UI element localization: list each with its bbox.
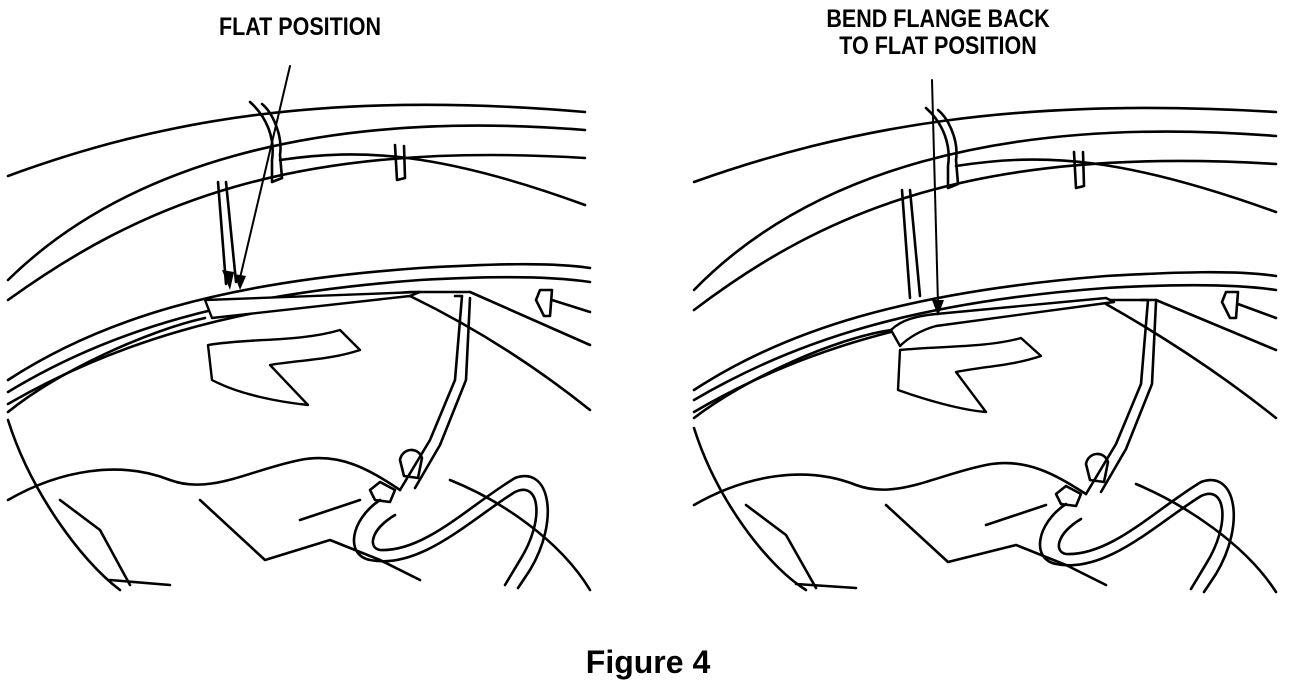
inner-contour — [550, 298, 592, 314]
inner-contour — [408, 294, 592, 412]
inner-contour — [1236, 302, 1278, 320]
flange-rod — [900, 188, 922, 300]
flange-rod — [216, 180, 238, 286]
fender-contour-line — [692, 159, 1278, 312]
callout-bend-flange: BEND FLANGE BACK TO FLAT POSITION — [775, 6, 1102, 60]
washer-hose — [1084, 298, 1158, 496]
leader-line — [239, 65, 291, 279]
shelf-bracket — [896, 336, 1043, 414]
inner-contour — [692, 328, 893, 420]
shelf-bracket — [206, 328, 362, 407]
lower-structure — [884, 503, 1108, 587]
liner-edge — [6, 418, 122, 592]
retaining-clip — [248, 100, 284, 184]
hose-loop — [1038, 492, 1224, 591]
lower-structure — [108, 578, 172, 587]
fender-outer-edge — [6, 103, 587, 178]
right-illustration-panel: BEND FLANGE BACK TO FLAT POSITION — [686, 0, 1296, 600]
lower-structure — [794, 582, 858, 590]
figure-caption: Figure 4 — [585, 644, 711, 680]
wheel-opening-lip — [6, 275, 592, 394]
flange-bent — [889, 296, 1116, 348]
arrowhead — [222, 270, 234, 290]
callout-flat-position: FLAT POSITION — [218, 13, 382, 41]
callout-line: TO FLAT POSITION — [839, 32, 1037, 60]
arrowhead — [932, 300, 944, 316]
lower-structure — [984, 503, 1048, 527]
inner-contour — [468, 290, 592, 347]
wheel-opening-lip — [692, 283, 1278, 402]
hose-clamp — [368, 480, 397, 504]
lower-structure — [448, 478, 592, 592]
lower-structure — [1134, 482, 1278, 594]
lower-structure — [744, 503, 818, 590]
inner-contour — [6, 316, 207, 414]
fender-contour-line — [692, 130, 1278, 292]
inner-contour — [1104, 302, 1278, 420]
flat-position-line-drawing — [6, 65, 592, 592]
trim-lower-edge — [278, 153, 587, 207]
fender-contour-line — [6, 124, 587, 282]
inner-contour — [1154, 298, 1278, 352]
lower-structure — [692, 461, 1088, 507]
hose-clamp — [1084, 452, 1110, 484]
retaining-clip — [534, 288, 554, 318]
hose-loop — [371, 474, 550, 590]
callout-line: BEND FLANGE BACK — [826, 5, 1050, 33]
lower-structure — [58, 498, 132, 587]
washer-hose — [398, 294, 472, 492]
left-illustration-panel: FLAT POSITION — [0, 0, 610, 600]
fender-outer-edge — [692, 106, 1278, 184]
lower-structure — [6, 456, 402, 502]
bend-flange-line-drawing — [692, 79, 1278, 594]
retaining-clip — [924, 106, 960, 190]
retaining-clip — [1072, 150, 1086, 190]
lower-structure — [198, 498, 422, 582]
retaining-clip — [393, 143, 407, 182]
liner-edge — [692, 426, 808, 592]
wheel-opening-lip — [692, 270, 1278, 392]
fender-contour-line — [6, 153, 587, 302]
trim-lower-edge — [954, 158, 1278, 214]
hose-clamp — [398, 448, 424, 480]
hose-loop — [1057, 478, 1236, 594]
flange-flat — [203, 290, 422, 320]
wheel-opening-lip — [6, 262, 592, 382]
lower-structure — [298, 498, 362, 522]
hose-loop — [352, 488, 538, 587]
arrowhead — [234, 274, 246, 290]
hose-clamp — [1054, 484, 1083, 508]
leader-line — [931, 79, 939, 305]
retaining-clip — [1220, 290, 1240, 320]
